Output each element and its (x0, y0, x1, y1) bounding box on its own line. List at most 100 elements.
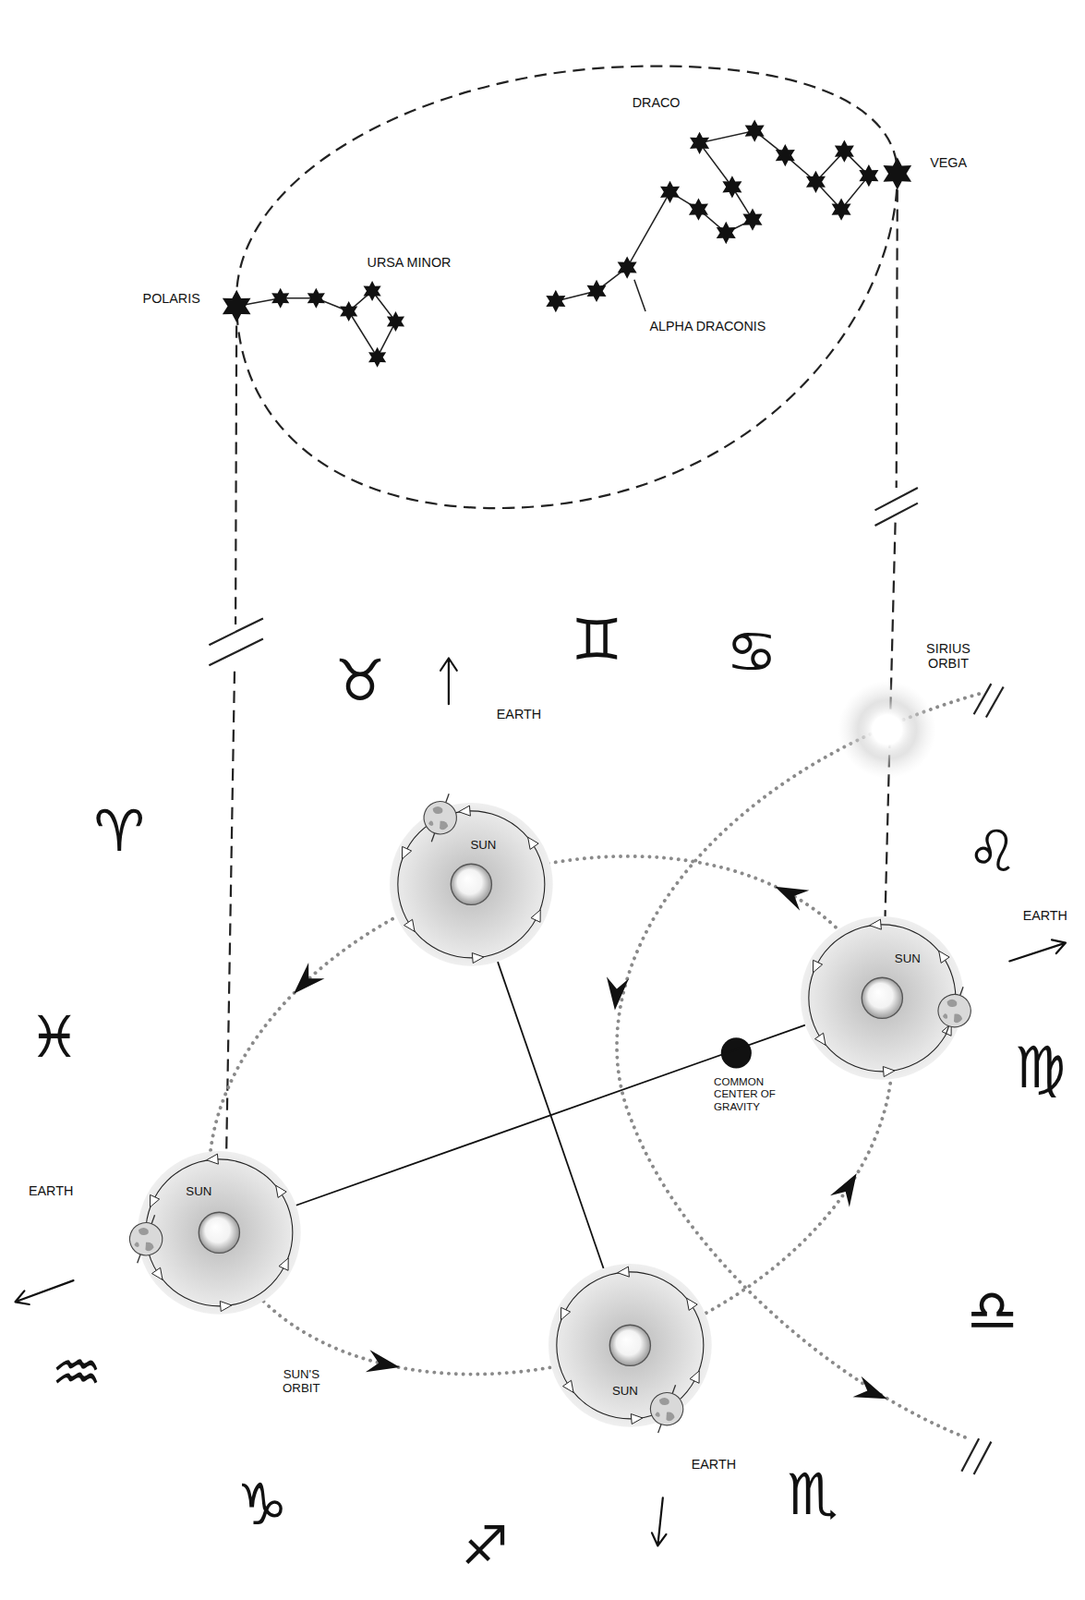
earth-globe (427, 819, 434, 827)
earth-globe (952, 1012, 965, 1024)
zodiac-sign: ♍︎ (1014, 1039, 1066, 1098)
orbit-label: SUN'S ORBIT (273, 1366, 330, 1395)
earth-globe (941, 1012, 949, 1019)
earth-globe (125, 1217, 168, 1259)
star (806, 170, 826, 193)
zodiac-sign: ♊︎ (570, 612, 622, 670)
star (689, 132, 710, 155)
sun-ball (609, 1325, 651, 1366)
zodiac-sign: ♐︎ (460, 1519, 508, 1572)
earth-globe (933, 988, 976, 1031)
earth-label-holder: EARTH (1023, 907, 1068, 924)
star (222, 289, 252, 323)
star (363, 280, 382, 302)
earth-label: EARTH (28, 1182, 73, 1199)
zodiac-sign: ♓︎ (28, 1009, 80, 1067)
star (722, 175, 742, 198)
projection-line (896, 190, 898, 488)
sun-node: SUN (548, 1263, 712, 1427)
constellation-lines (634, 279, 646, 312)
star-label-holder: ALPHA DRACONIS (649, 318, 766, 335)
ring-arrow (403, 918, 414, 931)
earth-globe (437, 819, 450, 832)
earth-globe (137, 1225, 150, 1237)
earth-globe (663, 1410, 676, 1423)
earth-orbit-ring (397, 810, 545, 958)
earth-globe (646, 1387, 688, 1430)
sun-ball (861, 976, 903, 1018)
sun-ball (198, 1211, 240, 1253)
star (831, 197, 852, 220)
sun-halo (137, 1150, 302, 1315)
star-label: VEGA (929, 155, 967, 171)
break-mark (974, 1441, 992, 1474)
break-mark (875, 503, 918, 526)
zodiac-sign: ♏︎ (787, 1466, 839, 1524)
ring-arrow (458, 805, 471, 816)
star-label: POLARIS (143, 290, 201, 307)
zodiac-sign: ♎︎ (966, 1282, 1018, 1340)
zodiac-sign: ♒︎ (50, 1344, 102, 1402)
earth-direction-arrow (15, 1279, 74, 1304)
star (545, 289, 566, 313)
sun-label: SUN (612, 1384, 639, 1399)
orbit-arrow (830, 1167, 867, 1207)
earth-label-holder: EARTH (28, 1182, 73, 1199)
sun-ball (450, 863, 492, 905)
earth-orbit-ring (808, 924, 956, 1072)
earth-label-holder: EARTH (691, 1456, 736, 1472)
ring-arrow (206, 1153, 219, 1164)
earth-direction-arrow (651, 1496, 666, 1545)
ring-arrow (150, 1193, 160, 1206)
ring-arrow (882, 1065, 895, 1076)
star (307, 288, 326, 309)
earth-globe (133, 1241, 141, 1248)
constellation-label-holder: URSA MINOR (367, 254, 452, 271)
zodiac-sign-holder: ♊︎ (570, 612, 622, 670)
orbit-label: SIRIUS ORBIT (917, 640, 979, 672)
sun-label: SUN (894, 952, 921, 966)
earth-globe (419, 796, 461, 839)
star (688, 197, 709, 220)
sun-glow (548, 1263, 712, 1427)
orbit-arrow (365, 1349, 402, 1378)
ring-arrow (471, 952, 484, 964)
earth-globe (658, 1395, 671, 1407)
earth-globe (945, 997, 958, 1009)
ring-arrow (869, 918, 882, 929)
zodiac-sign-holder: ♈︎ (94, 803, 145, 861)
ring-arrow (278, 1257, 289, 1270)
sun-halo (548, 1263, 712, 1427)
zodiac-sign-holder: ♋︎ (725, 624, 777, 682)
star-label-holder: VEGA (929, 155, 967, 171)
star (339, 301, 358, 322)
sun-node: SUN (800, 916, 965, 1080)
sun-node: SUN (389, 802, 554, 966)
earth-label: EARTH (1023, 907, 1068, 924)
star (742, 207, 762, 230)
zodiac-sign-holder: ♑︎ (236, 1476, 288, 1534)
constellation-lines (236, 131, 869, 358)
zodiac-sign: ♑︎ (236, 1476, 288, 1534)
sun-link (296, 1024, 806, 1206)
zodiac-sign-holder: ♏︎ (787, 1466, 839, 1524)
ring-arrow (687, 1298, 698, 1311)
star (368, 347, 386, 368)
ring-arrow (561, 1307, 571, 1320)
constellation-label: DRACO (632, 95, 681, 111)
ring-arrow (563, 1380, 574, 1393)
ring-arrow (812, 959, 822, 972)
sun-glow (389, 802, 554, 966)
break-mark (208, 487, 1003, 1474)
earth-globe (416, 787, 465, 847)
zodiac-sign: ♉︎ (334, 652, 386, 711)
earth-globe (642, 1378, 691, 1438)
star (745, 119, 765, 142)
zodiac-sign-holder: ♐︎ (460, 1519, 508, 1572)
ring-arrow (219, 1300, 232, 1311)
orbit-label-holder: SIRIUS ORBIT (917, 640, 979, 672)
